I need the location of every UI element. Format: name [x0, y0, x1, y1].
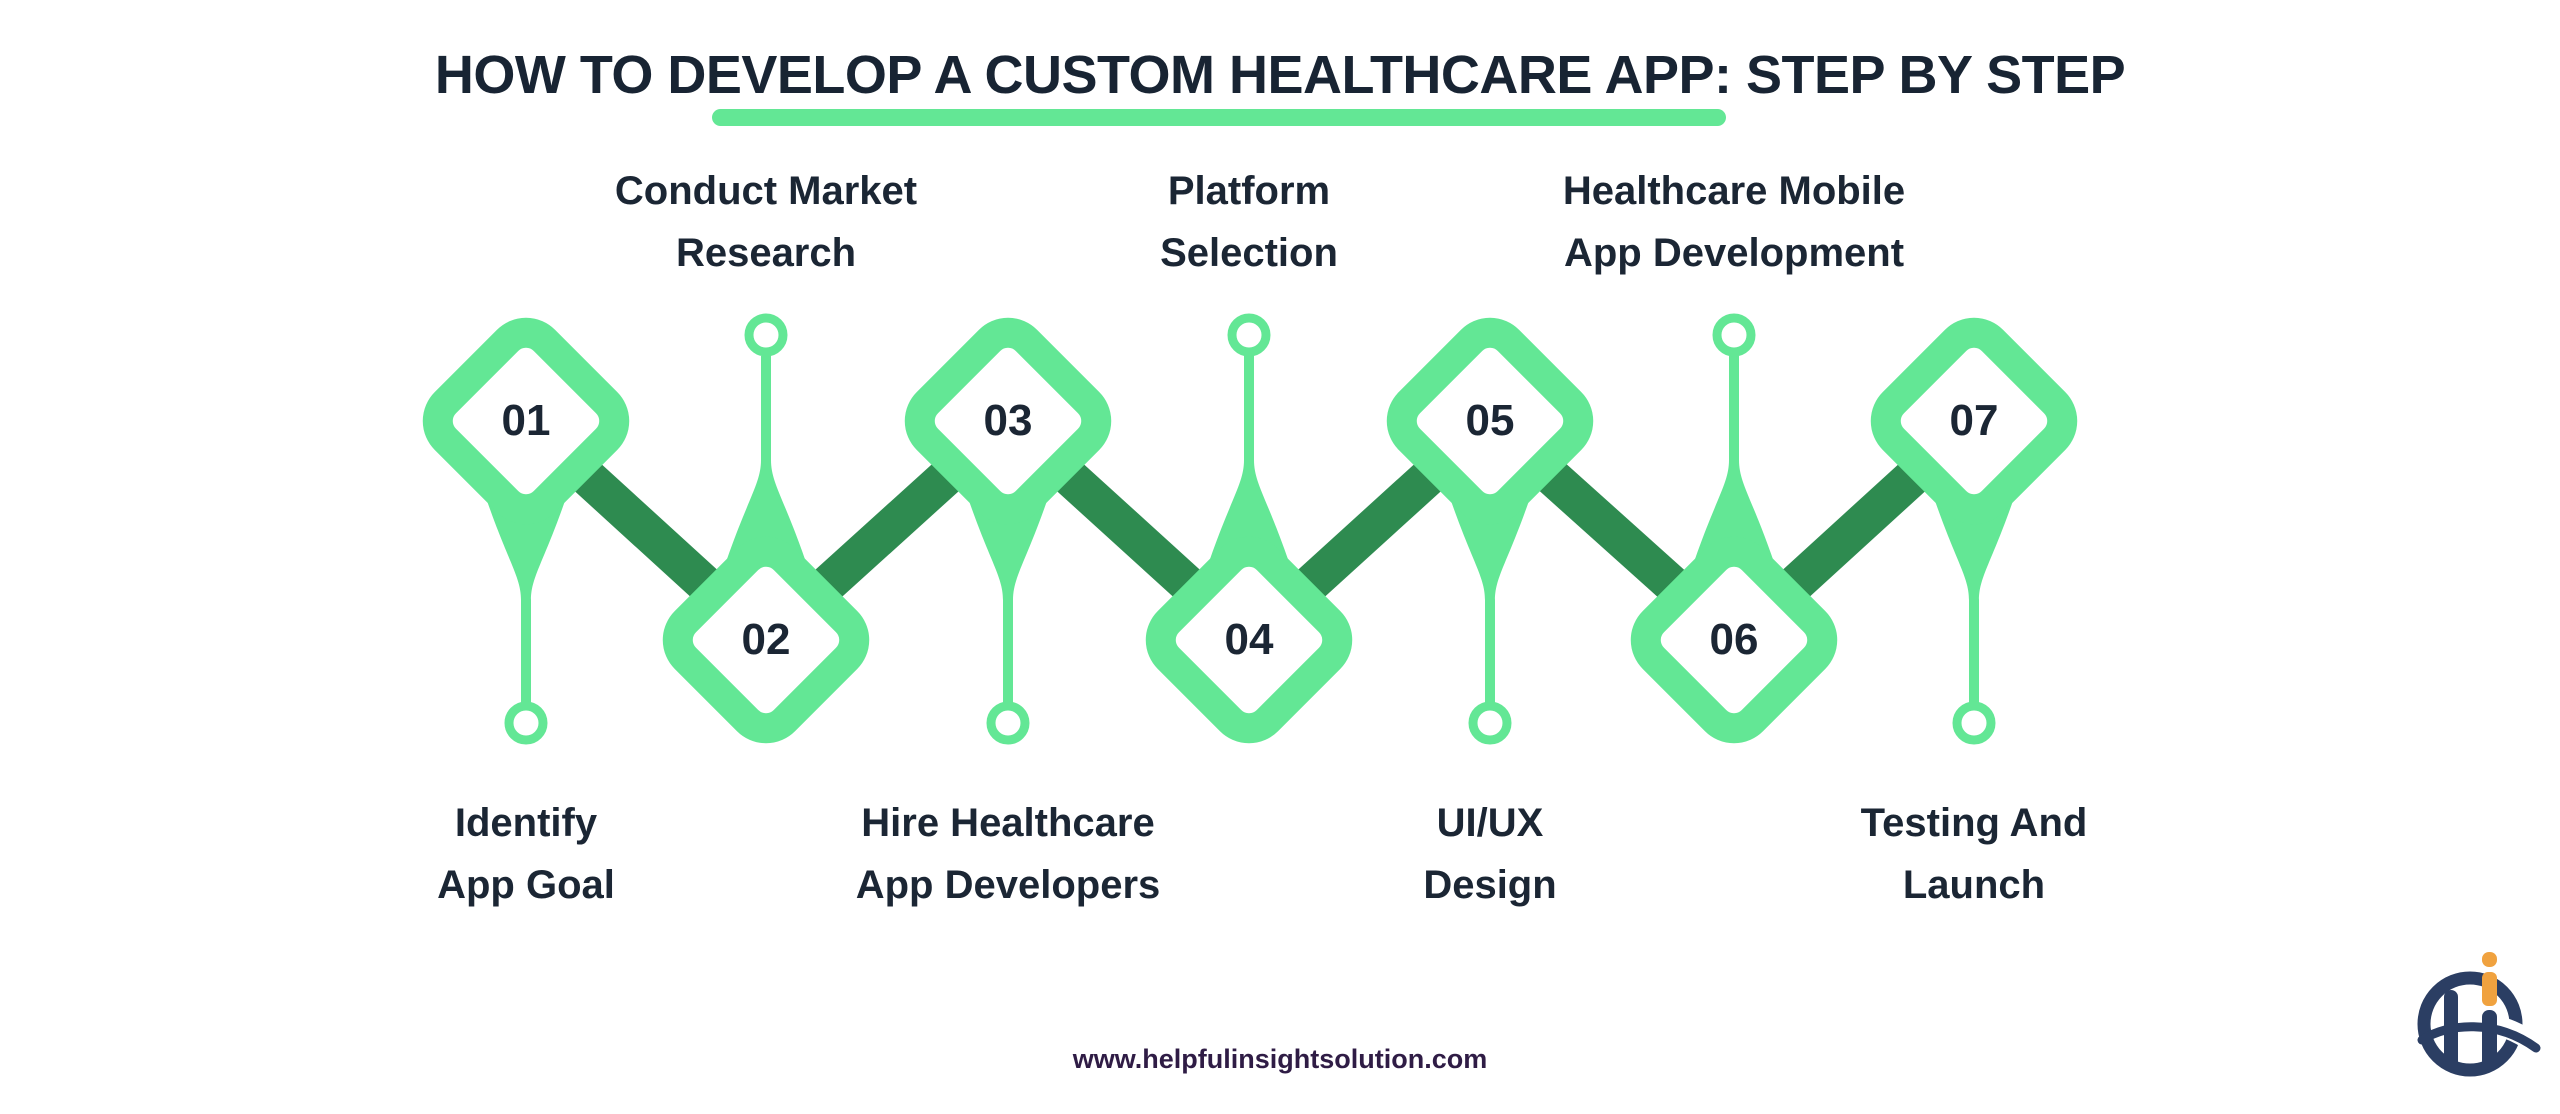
step-label-6-line-2: App Development — [1563, 231, 1905, 275]
step-label-4-line-2: Selection — [1160, 231, 1338, 275]
step-number-5: 05 — [1465, 396, 1515, 445]
diamond-step-4 — [1145, 536, 1353, 744]
stem-circle-step-7 — [1952, 701, 1996, 745]
logo-i-dot-icon — [2482, 952, 2497, 967]
stem-circle-step-2 — [744, 313, 788, 357]
step-label-7-line-1: Testing And — [1860, 801, 2088, 845]
step-stems — [480, 356, 2020, 706]
diamond-step-2 — [662, 536, 870, 744]
logo-i-stem-icon — [2482, 972, 2497, 1006]
step-stem-circles — [504, 313, 1996, 745]
step-label-6-line-1: Healthcare Mobile — [1562, 169, 1906, 213]
step-label-2-line-2: Research — [675, 231, 857, 275]
step-number-7: 07 — [1949, 396, 1999, 445]
step-label-2-line-1: Conduct Market — [614, 169, 918, 213]
step-label-1: Identify App Goal — [286, 792, 766, 916]
diamond-step-7 — [1870, 317, 2078, 525]
diamond-step-3 — [904, 317, 1112, 525]
website-url: www.helpfulinsightsolution.com — [1072, 1044, 1488, 1074]
company-logo — [2417, 952, 2548, 1077]
step-number-2: 02 — [741, 615, 791, 664]
stem-circle-step-3 — [986, 701, 1030, 745]
diamond-step-6 — [1630, 536, 1838, 744]
stem-circle-step-5 — [1468, 701, 1512, 745]
step-label-7: Testing And Launch — [1734, 792, 2214, 916]
logo-swoosh-icon — [2417, 1022, 2541, 1053]
step-number-3: 03 — [983, 396, 1033, 445]
step-label-6: Healthcare Mobile App Development — [1494, 160, 1974, 284]
logo-h-right-bar-icon — [2482, 1010, 2497, 1070]
step-diamonds — [422, 317, 2078, 744]
step-label-3-line-2: App Developers — [855, 863, 1161, 907]
page-title: HOW TO DEVELOP A CUSTOM HEALTHCARE APP: … — [434, 45, 2126, 105]
step-label-5: UI/UX Design — [1250, 792, 1730, 916]
step-label-5-line-1: UI/UX — [1436, 801, 1544, 845]
step-number-1: 01 — [501, 396, 551, 445]
stem-step-5 — [1444, 480, 1536, 706]
stem-step-2 — [720, 356, 812, 580]
step-label-4-line-1: Platform — [1167, 169, 1331, 213]
step-label-4: Platform Selection — [1009, 160, 1489, 284]
step-label-5-line-2: Design — [1423, 863, 1557, 907]
stem-circle-step-1 — [504, 701, 548, 745]
title-underline-bar — [712, 109, 1726, 126]
stem-circle-step-4 — [1227, 313, 1271, 357]
stem-step-7 — [1928, 480, 2020, 706]
step-label-1-line-2: App Goal — [437, 863, 615, 907]
stem-step-1 — [480, 480, 572, 706]
stem-circle-step-6 — [1712, 313, 1756, 357]
stem-step-3 — [962, 480, 1054, 706]
step-number-4: 04 — [1224, 615, 1274, 664]
step-label-3: Hire Healthcare App Developers — [768, 792, 1248, 916]
diamond-step-5 — [1386, 317, 1594, 525]
step-label-1-line-1: Identify — [454, 801, 598, 845]
diamond-step-1 — [422, 317, 630, 525]
step-number-6: 06 — [1709, 615, 1759, 664]
stem-step-6 — [1688, 356, 1780, 580]
step-label-7-line-2: Launch — [1902, 863, 2046, 907]
step-label-3-line-1: Hire Healthcare — [861, 801, 1155, 845]
step-label-2: Conduct Market Research — [526, 160, 1006, 284]
stem-step-4 — [1203, 356, 1295, 580]
